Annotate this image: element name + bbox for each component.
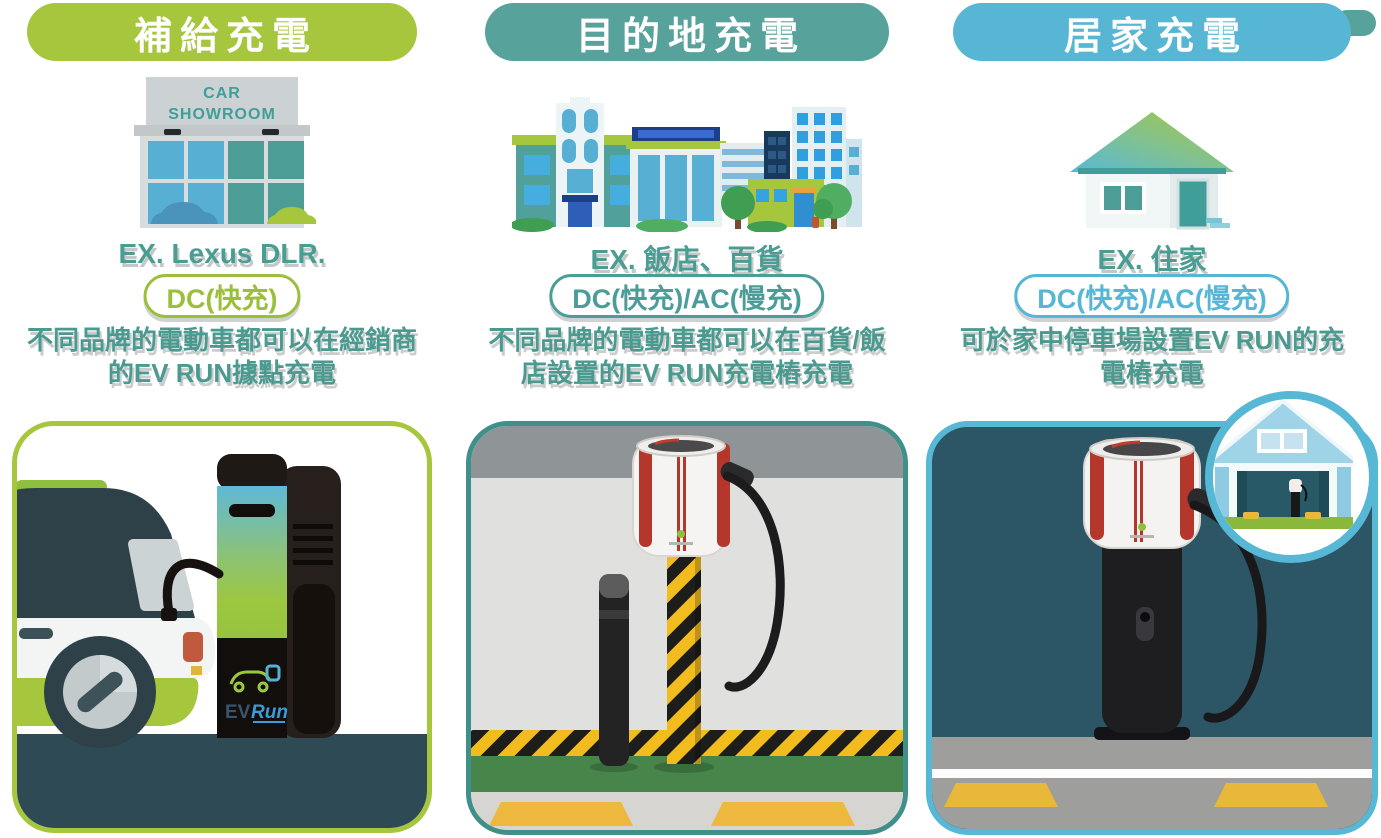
car-showroom-svg: CAR SHOWROOM xyxy=(134,77,316,228)
door xyxy=(1176,178,1209,230)
rear-window xyxy=(128,539,194,611)
wheel-stop xyxy=(1305,512,1321,519)
pole-charger-scene xyxy=(471,426,903,830)
wheel-stop xyxy=(1214,783,1328,807)
photo-panel-home xyxy=(926,421,1378,835)
example-text-supply: EX. Lexus DLR. xyxy=(118,238,326,269)
description-destination: 不同品牌的電動車都可以在百貨/飯 店設置的EV RUN充電樁充電 xyxy=(488,325,886,388)
charger-front-pillar: EV Run xyxy=(217,454,288,738)
steps xyxy=(1205,218,1222,223)
wheel-stop xyxy=(944,783,1058,807)
roof xyxy=(1069,112,1234,172)
header-pill-home: 居家充電 xyxy=(953,3,1351,61)
eave xyxy=(1077,168,1226,174)
house-illustration xyxy=(926,74,1378,232)
description-supply: 不同品牌的電動車都可以在經銷商 的EV RUN據點充電 xyxy=(26,325,417,388)
badge-label: DC(快充) xyxy=(166,283,278,314)
charging-cable xyxy=(161,558,224,621)
taillight xyxy=(183,632,203,662)
charging-type-badge-supply: DC(快充) xyxy=(143,274,301,318)
car-showroom-illustration: CAR SHOWROOM xyxy=(12,74,432,232)
garage-inset-svg xyxy=(1213,399,1353,539)
photo-panel-supply: EV Run xyxy=(12,421,432,833)
example-text-home: EX. 住家 xyxy=(1097,244,1207,275)
door-handle xyxy=(19,628,53,639)
green-car-silhouette xyxy=(267,207,316,224)
column-home-charging: 居家充電 xyxy=(926,0,1378,838)
mini-charger xyxy=(1289,479,1308,519)
ev-run-charger-head xyxy=(632,435,730,557)
charging-type-badge-home: DC(快充)/AC(慢充) xyxy=(1014,274,1290,318)
home-charger-scene xyxy=(932,437,1372,829)
showroom-canopy xyxy=(146,77,298,125)
floor xyxy=(17,734,427,828)
blue-car-silhouette xyxy=(151,202,218,224)
car xyxy=(17,480,215,748)
ev-run-car-icon xyxy=(229,664,281,693)
wheel-stop xyxy=(711,802,855,826)
charging-type-badge-destination: DC(快充)/AC(慢充) xyxy=(549,274,825,318)
showroom-sign-line2: SHOWROOM xyxy=(168,106,276,123)
wheel-stop xyxy=(489,802,633,826)
charger-screen xyxy=(229,504,275,517)
road-line xyxy=(932,769,1372,778)
photo-panel-destination xyxy=(466,421,908,835)
city-svg xyxy=(512,97,862,232)
garage-inset xyxy=(1205,391,1377,563)
description-home: 可於家中停車場設置EV RUN的充 電樁充電 xyxy=(959,325,1345,388)
charger-rear-tower xyxy=(279,466,341,738)
hazard-pole xyxy=(667,554,701,764)
column-destination-charging: 目的地充電 xyxy=(466,0,908,838)
ev-run-pedestal-charger xyxy=(1083,437,1201,740)
header-pill-supply: 補給充電 xyxy=(27,3,417,61)
header-pill-destination: 目的地充電 xyxy=(485,3,889,61)
city-buildings-illustration xyxy=(466,74,908,232)
wheel-stop xyxy=(1243,512,1259,519)
tree xyxy=(721,186,755,220)
house-svg xyxy=(1069,112,1234,230)
logo-run: Run xyxy=(251,702,288,723)
logo-ev: EV xyxy=(225,702,251,723)
car-charging-scene: EV Run xyxy=(17,454,427,828)
wheel xyxy=(44,636,156,748)
canopy-edge xyxy=(134,125,310,136)
badge-label: DC(快充)/AC(慢充) xyxy=(1037,283,1267,314)
badge-label: DC(快充)/AC(慢充) xyxy=(572,283,802,314)
example-text-destination: EX. 飯店、百貨 xyxy=(590,244,784,275)
showroom-sign-line1: CAR xyxy=(203,85,241,102)
charging-cable xyxy=(720,462,785,692)
column-supply-charging: 補給充電 CAR SHOWROOM E xyxy=(12,0,432,838)
bollard xyxy=(599,574,629,766)
garage-floor xyxy=(1213,517,1353,529)
